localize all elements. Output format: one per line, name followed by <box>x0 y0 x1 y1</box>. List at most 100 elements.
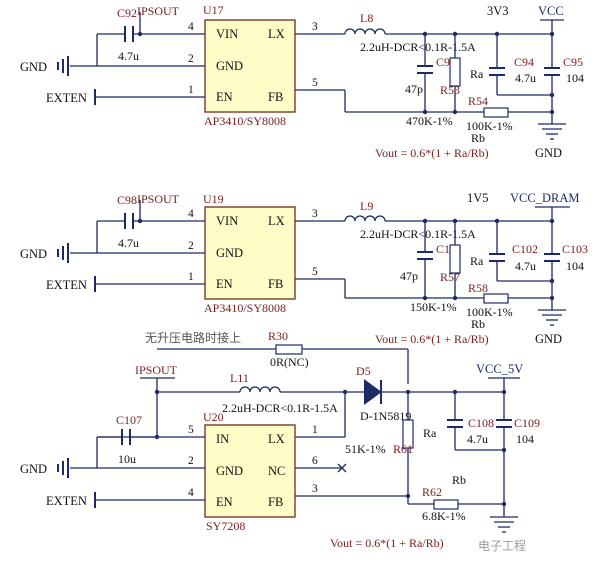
label-ra-1: Ra <box>470 67 484 81</box>
cap-c101-value: 47p <box>400 269 418 283</box>
net-vcc-1: VCC <box>538 4 564 18</box>
net-3v3: 3V3 <box>487 4 509 18</box>
resistor-r62-designator: R62 <box>422 485 442 499</box>
inductor-l11-designator: L11 <box>230 371 249 385</box>
net-gnd-1: GND <box>20 60 47 74</box>
resistor-r54-value: 100K-1% <box>466 119 513 133</box>
resistor-r61-value: 51K-1% <box>345 442 386 456</box>
svg-text:2: 2 <box>188 240 194 252</box>
label-ra-3: Ra <box>423 426 437 440</box>
pin-label-in: IN <box>216 432 229 446</box>
cap-c93-value: 47p <box>405 82 423 96</box>
diode-d5-designator: D5 <box>356 364 371 378</box>
cap-c103-designator: C103 <box>562 242 588 256</box>
pin-label-fb-2: FB <box>268 277 283 291</box>
resistor-r58-designator: R58 <box>468 281 488 295</box>
svg-text:2: 2 <box>188 53 194 65</box>
ic-u19-part: AP3410/SY8008 <box>204 301 286 315</box>
inductor-l11-value: 2.2uH-DCR<0.1R-1.5A <box>222 401 338 415</box>
label-rb-2: Rb <box>471 317 485 331</box>
pin-label-gnd-2: GND <box>216 246 243 260</box>
watermark: 电子工程 <box>478 538 526 553</box>
net-gnd-out-2: GND <box>535 332 562 346</box>
svg-text:6: 6 <box>312 455 318 467</box>
vout-formula-1: Vout = 0.6*(1 + Ra/Rb) <box>375 146 489 160</box>
inductor-l8-designator: L8 <box>360 11 373 25</box>
resistor-r62-value: 6.8K-1% <box>422 509 466 523</box>
vout-formula-3: Vout = 0.6*(1 + Ra/Rb) <box>330 536 444 550</box>
inductor-l8-value: 2.2uH-DCR<0.1R-1.5A <box>360 40 476 54</box>
bypass-note: 无升压电路时接上 <box>145 330 241 345</box>
svg-text:4: 4 <box>188 21 194 33</box>
pin-label-lx-3: LX <box>268 432 285 446</box>
net-1v5: 1V5 <box>467 191 489 205</box>
svg-text:2: 2 <box>188 455 194 467</box>
pin-label-fb-3: FB <box>268 495 283 509</box>
net-gnd-2: GND <box>20 247 47 261</box>
resistor-r57-value: 150K-1% <box>410 300 457 314</box>
net-ipsout-3: IPSOUT <box>135 363 178 377</box>
svg-text:1: 1 <box>188 84 194 96</box>
label-rb-1: Rb <box>471 131 485 145</box>
svg-text:5: 5 <box>188 424 194 436</box>
svg-text:5: 5 <box>312 266 318 278</box>
cap-c102-value: 4.7u <box>515 259 536 273</box>
cap-c98-value: 4.7u <box>118 236 139 250</box>
cap-c108-value: 4.7u <box>467 432 488 446</box>
boost-block-5v: 无升压电路时接上 R30 0R(NC) IPSOUT L11 2.2uH-DCR… <box>20 329 540 553</box>
pin-label-lx: LX <box>268 27 285 41</box>
net-exten-1: EXTEN <box>46 91 87 105</box>
cap-c103-value: 104 <box>566 259 584 273</box>
cap-c94-designator: C94 <box>514 55 534 69</box>
ic-u20-designator: U20 <box>203 410 224 424</box>
net-exten-2: EXTEN <box>46 278 87 292</box>
resistor-r58-value: 100K-1% <box>466 305 513 319</box>
inductor-l9-designator: L9 <box>360 199 373 213</box>
label-rb-3: Rb <box>452 473 466 487</box>
net-gnd-out-1: GND <box>535 146 562 160</box>
net-vcc-5v: VCC_5V <box>476 362 523 376</box>
ic-u17-body <box>204 19 296 113</box>
cap-c102-designator: C102 <box>512 242 538 256</box>
cap-c94-value: 4.7u <box>515 71 536 85</box>
resistor-r30-value: 0R(NC) <box>270 355 309 369</box>
cap-c95-value: 104 <box>566 71 584 85</box>
regulator-block-3v3: U17 AP3410/SY8008 VIN GND EN LX FB 4 2 1… <box>20 3 584 160</box>
pin-label-gnd: GND <box>216 59 243 73</box>
net-ipsout-2: IPSOUT <box>137 192 180 206</box>
cap-c107-designator: C107 <box>116 413 142 427</box>
resistor-r53-designator: R53 <box>440 83 460 97</box>
cap-c98-designator: C98 <box>117 193 137 207</box>
cap-c107-value: 10u <box>118 452 136 466</box>
pin-label-nc: NC <box>268 464 285 478</box>
pin-label-vin-2: VIN <box>216 214 238 228</box>
svg-text:3: 3 <box>312 483 318 495</box>
ic-u17-part: AP3410/SY8008 <box>204 114 286 128</box>
pin-label-en-3: EN <box>216 495 233 509</box>
cap-c92-value: 4.7u <box>118 49 139 63</box>
pin-label-gnd-3: GND <box>216 464 243 478</box>
svg-text:3: 3 <box>312 208 318 220</box>
net-vcc-dram: VCC_DRAM <box>510 191 579 205</box>
ic-u17-designator: U17 <box>203 3 224 17</box>
pin-label-en: EN <box>216 90 233 104</box>
resistor-r61-designator: R61 <box>393 442 413 456</box>
label-ra-2: Ra <box>470 254 484 268</box>
cap-c95-designator: C95 <box>563 55 583 69</box>
svg-text:1: 1 <box>312 424 318 436</box>
cap-c109-value: 104 <box>516 432 534 446</box>
resistor-r57-designator: R57 <box>440 270 460 284</box>
regulator-block-1v5: U19 AP3410/SY8008 VIN GND EN LX FB 4 2 1… <box>20 191 588 346</box>
pin-label-fb: FB <box>268 90 283 104</box>
net-ipsout-1: IPSOUT <box>137 4 180 18</box>
resistor-r53-value: 470K-1% <box>406 114 453 128</box>
pin-label-lx-2: LX <box>268 214 285 228</box>
ic-u20-body <box>204 424 296 518</box>
pin-label-en-2: EN <box>216 277 233 291</box>
cap-c92-designator: C92 <box>117 6 137 20</box>
inductor-l9-value: 2.2uH-DCR<0.1R-1.5A <box>360 227 476 241</box>
resistor-r30-designator: R30 <box>268 329 288 343</box>
ic-u19-body <box>204 206 296 300</box>
cap-c108-designator: C108 <box>468 416 494 430</box>
